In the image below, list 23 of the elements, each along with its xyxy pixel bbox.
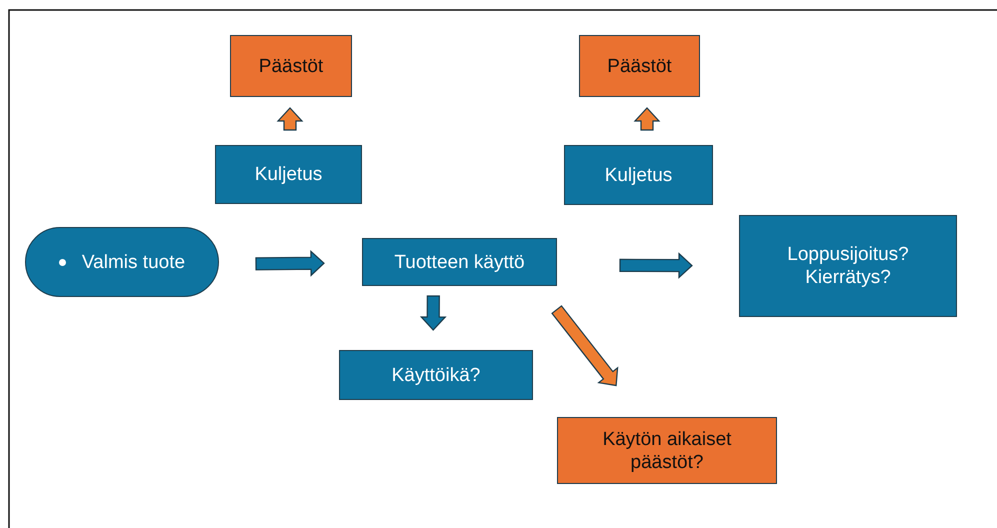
process-box bbox=[339, 350, 533, 400]
node-label: Kuljetus bbox=[254, 163, 322, 186]
process-box bbox=[579, 35, 700, 97]
process-box bbox=[739, 215, 957, 317]
node-label: Loppusijoitus? Kierrätys? bbox=[786, 243, 910, 289]
node-label: Päästöt bbox=[607, 54, 672, 78]
node-label: Käyttöikä? bbox=[392, 364, 480, 386]
block-arrow bbox=[619, 252, 693, 279]
node-label: Päästöt bbox=[258, 54, 324, 78]
block-arrow bbox=[551, 305, 618, 386]
process-box bbox=[557, 417, 777, 484]
block-arrow bbox=[420, 295, 447, 331]
process-box bbox=[362, 238, 557, 286]
node-label: Valmis tuote bbox=[82, 250, 186, 274]
node-label: Käytön aikaiset päästöt? bbox=[602, 428, 732, 474]
node-label: Tuotteen käyttö bbox=[394, 250, 525, 274]
node-label: Kuljetus bbox=[604, 164, 672, 186]
block-arrow bbox=[634, 107, 660, 131]
block-arrow bbox=[255, 250, 325, 277]
process-box bbox=[215, 145, 362, 204]
process-box bbox=[230, 35, 352, 97]
process-box bbox=[564, 145, 713, 205]
block-arrow bbox=[276, 107, 304, 131]
